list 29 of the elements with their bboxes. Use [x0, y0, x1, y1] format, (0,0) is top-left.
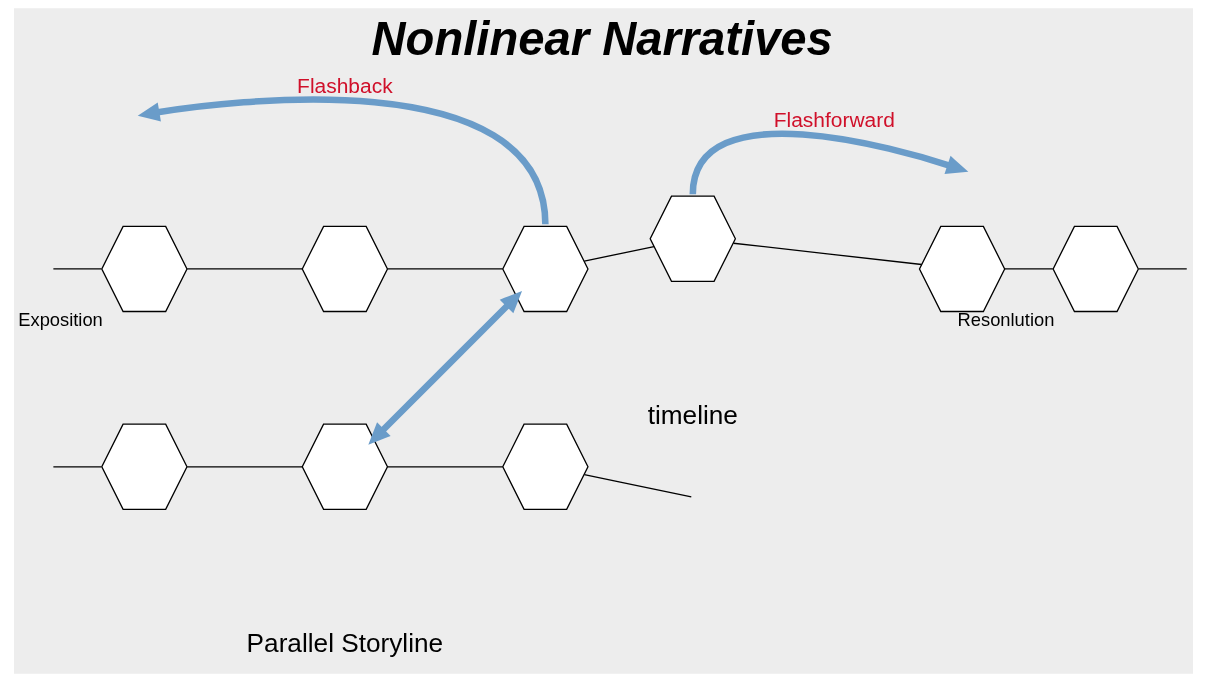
- connector: [386, 268, 503, 270]
- node-hexagon: [648, 195, 736, 283]
- node-label: Resonlution: [957, 309, 1054, 331]
- connector: [583, 474, 692, 498]
- node-hexagon: [1051, 225, 1139, 313]
- node-hexagon: [301, 423, 388, 511]
- node-hexagon: [918, 225, 1005, 313]
- arrow: [689, 130, 968, 195]
- node-label: Exposition: [17, 309, 103, 331]
- node-hexagon: [100, 423, 188, 511]
- node-hexagon: [100, 225, 188, 313]
- label: Parallel Storyline: [246, 627, 443, 658]
- connector: [52, 268, 102, 270]
- connector: [186, 268, 303, 270]
- connector: [1003, 268, 1053, 270]
- connector: [1137, 268, 1187, 270]
- diagram-title: Nonlinear Narratives: [371, 12, 833, 66]
- connector: [186, 466, 303, 468]
- label: timeline: [647, 399, 738, 430]
- edge-label: Flashforward: [773, 108, 895, 132]
- node-hexagon: [501, 423, 589, 511]
- connector: [583, 245, 655, 262]
- edge-label: Flashback: [296, 74, 393, 98]
- arrow: [137, 96, 549, 225]
- connector: [386, 466, 503, 468]
- arrow: [367, 290, 522, 445]
- connector: [52, 466, 102, 468]
- node-hexagon: [301, 225, 388, 313]
- connector: [732, 242, 922, 266]
